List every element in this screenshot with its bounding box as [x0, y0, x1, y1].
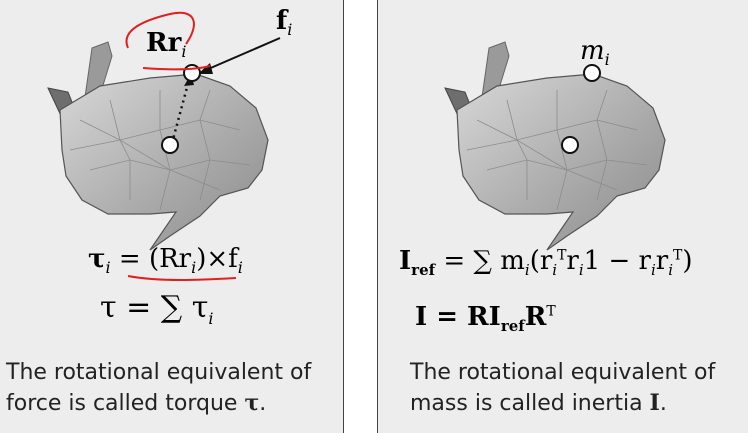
force-vector-arrow — [205, 37, 281, 71]
bunny-mesh-right — [444, 41, 666, 251]
position-label: Rri — [146, 28, 187, 62]
inertia-world-equation: I = RIrefRT — [415, 302, 556, 336]
torque-equation: τi = (Rri)×fi — [88, 244, 243, 278]
right-caption: The rotational equivalent of mass is cal… — [410, 360, 716, 416]
divider-left — [343, 0, 344, 433]
force-label: fi — [276, 6, 293, 40]
inertia-ref-equation: Iref = ∑ mi(riTri1 − ririT) — [399, 246, 693, 280]
red-underline-annotation-eq — [127, 275, 237, 281]
center-marker-right — [561, 136, 579, 154]
red-underline-annotation-top — [142, 65, 211, 71]
divider-right — [377, 0, 378, 433]
position-vector-arrow — [170, 79, 191, 144]
left-caption: The rotational equivalent of force is ca… — [6, 360, 312, 416]
center-of-mass-marker — [161, 136, 179, 154]
mass-label: mi — [580, 36, 610, 70]
right-panel — [378, 0, 748, 433]
red-circle-annotation — [125, 11, 195, 49]
left-panel — [0, 0, 343, 433]
mass-point-marker — [583, 64, 601, 82]
total-torque-equation: τ = ∑ τi — [100, 290, 214, 328]
bunny-mesh-left — [47, 41, 269, 251]
